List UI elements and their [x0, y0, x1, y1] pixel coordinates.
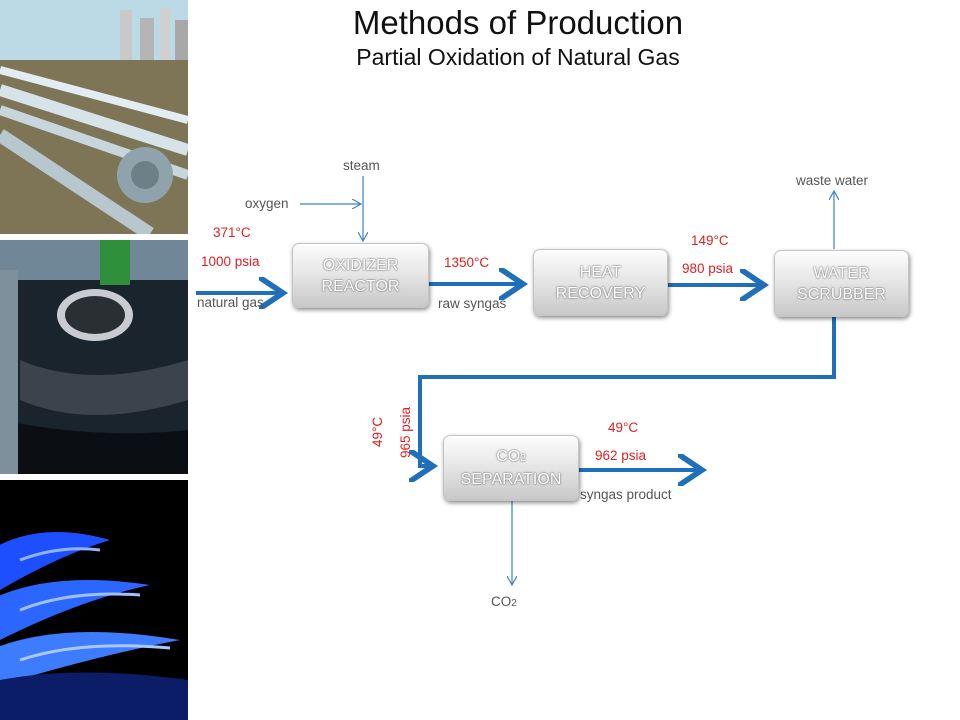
scrubber-to-separation-line: [420, 317, 836, 466]
co2-outlet-label: CO2: [491, 594, 517, 609]
co2-separation-box: CO2 SEPARATION: [443, 435, 579, 501]
natural-gas-pressure: 1000 psia: [201, 254, 260, 269]
heat-label-line2: RECOVERY: [555, 284, 646, 302]
natural-gas-temperature: 371°C: [213, 225, 251, 240]
separation-inlet-temperature: 49°C: [370, 416, 385, 447]
co2sep-co-text: CO: [496, 448, 521, 465]
co2sep-label-line1: CO2: [496, 446, 526, 469]
co2sep-label-line2: SEPARATION: [460, 471, 562, 488]
oxygen-label: oxygen: [245, 196, 289, 211]
blue-flame-photo: [0, 480, 188, 720]
steam-label: steam: [343, 158, 380, 173]
product-pressure: 962 psia: [595, 448, 647, 463]
co2-outlet-co-text: CO: [491, 594, 512, 609]
raw-syngas-label: raw syngas: [438, 296, 507, 311]
heat-recovery-outlet-pressure: 980 psia: [682, 261, 734, 276]
water-scrubber-box: WATER SCRUBBER: [774, 250, 909, 317]
diesel-nozzle-photo: [0, 240, 188, 474]
scrubber-label-line2: SCRUBBER: [797, 285, 886, 303]
refinery-photo: [0, 0, 188, 234]
natural-gas-label: natural gas: [197, 295, 264, 310]
syngas-product-label: syngas product: [580, 487, 672, 502]
oxidizer-reactor-box: OXIDIZER REACTOR: [292, 243, 429, 308]
oxidizer-label-line2: REACTOR: [321, 277, 400, 295]
oxidizer-label-line1: OXIDIZER: [322, 256, 399, 274]
page-title: Methods of Production: [352, 4, 684, 41]
co2sep-subscript: 2: [520, 453, 526, 464]
heat-recovery-box: HEAT RECOVERY: [533, 249, 668, 316]
page-subtitle: Partial Oxidation of Natural Gas: [356, 44, 680, 70]
co2-outlet-subscript: 2: [511, 598, 517, 609]
scrubber-label-line1: WATER: [813, 264, 870, 282]
raw-syngas-temperature: 1350°C: [444, 255, 490, 270]
heat-label-line1: HEAT: [579, 263, 622, 281]
separation-inlet-pressure: 965 psia: [398, 406, 413, 458]
waste-water-label: waste water: [796, 173, 869, 188]
product-temperature: 49°C: [608, 420, 639, 435]
heat-recovery-outlet-temperature: 149°C: [691, 233, 729, 248]
